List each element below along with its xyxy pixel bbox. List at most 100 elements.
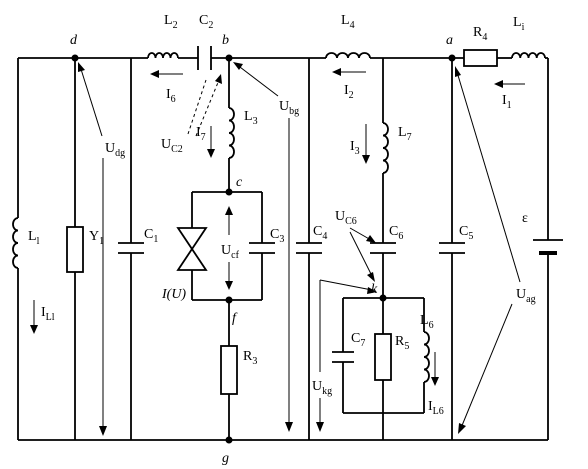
voltage-Ubg-head-top [233, 62, 243, 70]
label-R4: R4 [473, 25, 487, 43]
voltage-line-UC6-b [349, 231, 373, 277]
label-Ll: Ll [28, 229, 40, 247]
admittance-Y1 [66, 226, 84, 273]
voltage-line-Ubg-top [235, 63, 279, 97]
label-I1: I1 [502, 93, 512, 111]
arrow-I6-head [150, 70, 159, 78]
inductor-L7 [382, 122, 389, 174]
label-source: ε [522, 211, 528, 226]
node-dot-k [379, 294, 387, 302]
label-R3: R3 [243, 349, 257, 367]
node-label-d: d [70, 33, 78, 48]
label-Ubg: Ubg [279, 99, 299, 117]
node-dot-g [225, 436, 233, 444]
label-L3: L3 [244, 109, 258, 127]
node-label-c: c [236, 175, 243, 190]
label-I3: I3 [350, 139, 360, 157]
label-Y1: Y1 [89, 229, 104, 247]
voltage-line-Uag-top [456, 71, 521, 283]
node-label-b: b [222, 33, 229, 48]
voltage-UC2-head [215, 74, 222, 84]
node-label-f: f [232, 311, 238, 326]
node-label-a: a [446, 33, 453, 48]
current-arrows [30, 68, 525, 386]
voltage-Ukg-head-bottom [316, 422, 324, 432]
resistor-R4 [463, 49, 498, 67]
label-Ucf: Ucf [221, 243, 240, 261]
capacitor-C4 [296, 242, 322, 254]
voltage-Ubg-head-bottom [285, 422, 293, 432]
label-varactor: I(U) [161, 287, 186, 302]
arrow-I3-head [362, 155, 370, 164]
inductor-L2 [147, 52, 179, 59]
inductor-L4 [325, 52, 371, 59]
voltage-line-Udg-top [79, 65, 103, 137]
label-C6: C6 [389, 224, 403, 242]
capacitor-C6 [370, 242, 396, 254]
battery-source [533, 239, 563, 255]
label-C3: C3 [270, 227, 284, 245]
node-dot-d [71, 54, 79, 62]
label-C5: C5 [459, 224, 473, 242]
label-ILl: ILl [41, 305, 55, 323]
label-Ukg: Ukg [312, 379, 332, 397]
capacitor-C5 [439, 242, 465, 254]
label-I6: I6 [166, 87, 176, 105]
voltage-Ucf-head-bottom [225, 281, 233, 290]
capacitor-C3 [249, 242, 275, 254]
resistor-R3 [220, 345, 238, 395]
label-I7: I7 [196, 125, 206, 143]
capacitor-C2 [197, 46, 212, 70]
label-IL6: IL6 [428, 399, 444, 417]
voltage-Uag-head-top [455, 66, 461, 77]
inductor-Li [511, 52, 546, 59]
varactor-diode [176, 227, 208, 271]
capacitor-C1 [118, 242, 144, 254]
label-C4: C4 [313, 224, 327, 242]
voltage-Ukg-head-top [367, 287, 377, 294]
voltage-line-UC2-b [195, 79, 220, 137]
arrow-ILl-head [30, 325, 38, 334]
voltage-Uag-head-bottom [458, 423, 466, 434]
label-L6: L6 [420, 313, 434, 331]
label-L2: L2 [164, 13, 178, 31]
inductor-L3 [228, 107, 235, 159]
voltage-line-Ukg-top [319, 279, 373, 291]
voltage-line-UC6-a [349, 227, 372, 241]
node-dot-b [225, 54, 233, 62]
label-C2: C2 [199, 13, 213, 31]
arrow-I7-head [207, 149, 215, 158]
voltage-Udg-head-bottom [99, 426, 107, 436]
inductor-L6 [423, 331, 430, 383]
label-L4: L4 [341, 13, 355, 31]
arrow-I2-head [332, 68, 341, 76]
label-C7: C7 [351, 331, 365, 349]
voltage-line-Uag-bottom [460, 303, 513, 429]
label-Uag: Uag [516, 287, 536, 305]
voltage-Udg-head-top [78, 62, 85, 72]
voltage-indicators [78, 62, 521, 436]
label-C1: C1 [144, 227, 158, 245]
label-Udg: Udg [105, 141, 125, 159]
node-dot-a [448, 54, 456, 62]
label-L7: L7 [398, 125, 412, 143]
node-dots [71, 54, 456, 444]
voltage-Ucf-head-top [225, 206, 233, 215]
wires [17, 57, 549, 441]
node-dot-c [225, 188, 233, 196]
labels: d b a c f k g L2 C2 L4 R4 Li L3 L7 Ll Y1… [28, 13, 536, 466]
label-UC2: UC2 [161, 137, 183, 155]
label-I2: I2 [344, 83, 354, 101]
arrow-I1-head [494, 80, 503, 88]
voltage-UC6-head-b [367, 272, 375, 282]
label-Li: Li [513, 15, 525, 33]
capacitor-C7 [332, 351, 354, 363]
node-dot-f [225, 296, 233, 304]
label-R5: R5 [395, 334, 409, 352]
node-label-g: g [222, 451, 229, 466]
resistor-R5 [374, 333, 392, 381]
arrow-IL6-head [431, 377, 439, 386]
inductor-Ll [12, 217, 19, 269]
voltage-UC6-head-a [366, 235, 376, 243]
